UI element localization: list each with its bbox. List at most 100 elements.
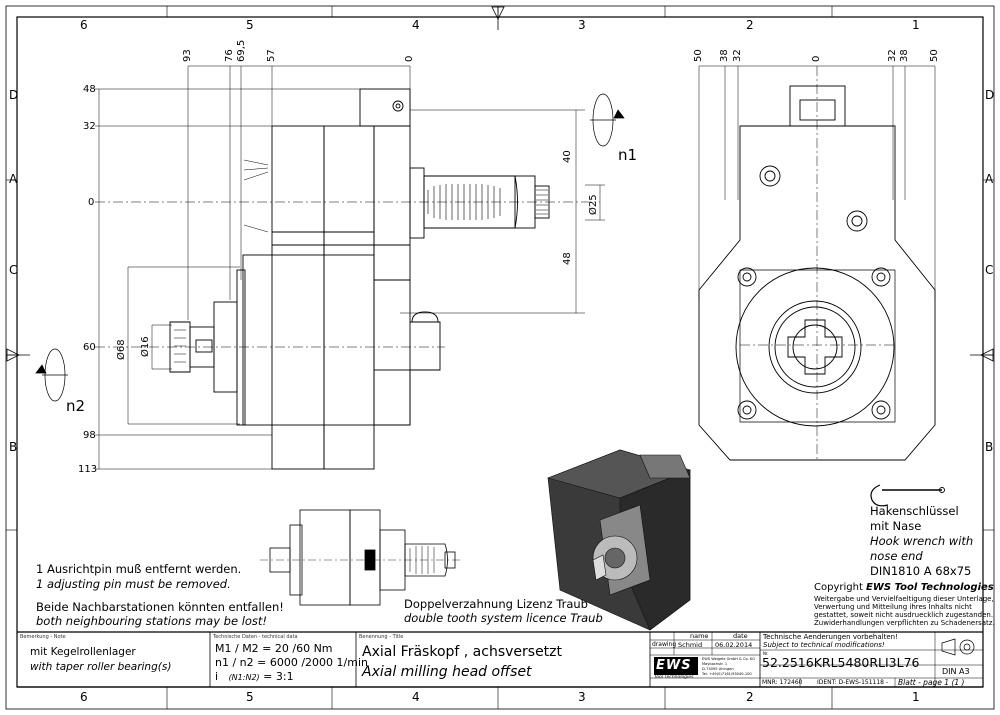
drawer-name: Schmid: [678, 641, 703, 649]
company-line-1: EWS Weigele GmbH & Co. KG: [702, 657, 756, 661]
tech-line-3: i (N1:N2) = 3:1: [215, 671, 294, 682]
tech-i: i: [215, 670, 219, 683]
tech-header: Technische Daten - technical data: [213, 634, 298, 640]
row-drawing: drawing: [652, 641, 677, 648]
copyright-line-1: Weitergabe und Vervielfaeltigung dieser …: [814, 595, 994, 603]
zone-right-a: A: [985, 172, 994, 186]
dim-left-32: 32: [83, 121, 96, 132]
dim-69-5: 69,5: [236, 39, 247, 62]
wrench-l5: DIN1810 A 68x75: [870, 564, 972, 578]
dim-left-48: 48: [83, 84, 96, 95]
title-en: Axial milling head offset: [362, 664, 532, 680]
note-pin-de: 1 Ausrichtpin muß entfernt werden.: [36, 562, 242, 576]
label-n2: n2: [66, 397, 86, 415]
dim-r-32a: 32: [732, 49, 743, 62]
zone-left-c: C: [9, 263, 18, 277]
dim-r-0: 0: [811, 55, 822, 62]
ews-logo-sub: Tool Technologies: [654, 675, 694, 680]
label-n1: n1: [618, 146, 638, 164]
note-traub-de: Doppelverzahnung Lizenz Traub: [404, 597, 588, 611]
tech-line-2: n1 / n2 = 6000 /2000 1/min: [215, 656, 368, 669]
dim-dia16: Ø16: [140, 336, 151, 357]
copyright-line-3: gestattet, soweit nicht ausdruecklich zu…: [814, 611, 994, 619]
note-traub-en: double tooth system licence Traub: [404, 611, 603, 625]
zone-top-5: 5: [246, 18, 254, 32]
zone-top-1: 1: [912, 18, 920, 32]
wrench-l1: Hakenschlüssel: [870, 504, 959, 518]
remark-header: Bemerkung - Note: [20, 634, 66, 640]
company-line-3: D-73095 Uhingen: [702, 667, 734, 671]
zone-bottom-1: 1: [912, 690, 920, 704]
dim-r-38a: 38: [719, 49, 730, 62]
zone-top-4: 4: [412, 18, 420, 32]
company-line-4: Tel. +49(0)7161/93040-100: [702, 672, 752, 676]
ident: IDENT: D-EWS-151118 -: [817, 679, 889, 686]
dim-dia68: Ø68: [116, 339, 127, 360]
copyright-prefix: Copyright: [814, 582, 867, 593]
zone-bottom-6: 6: [80, 690, 88, 704]
dim-48: 48: [562, 252, 573, 265]
tech-line-1: M1 / M2 = 20 /60 Nm: [215, 642, 333, 655]
drawing-date: 06.02.2014: [715, 641, 753, 649]
rotation-symbols: [35, 93, 625, 402]
note-neigh-de: Beide Nachbarstationen könnten entfallen…: [36, 600, 284, 614]
copyright-line-2: Verwertung und Mitteilung ihres Inhalts …: [814, 603, 972, 611]
dim-r-38b: 38: [899, 49, 910, 62]
note-pin-en: 1 adjusting pin must be removed.: [36, 577, 231, 591]
zone-right-b: B: [985, 440, 994, 454]
col-date: date: [733, 632, 748, 640]
dim-40: 40: [562, 150, 573, 163]
zone-bottom-3: 3: [578, 690, 586, 704]
dim-76: 76: [224, 49, 235, 62]
mnr: MNR: 172460: [762, 679, 803, 686]
wrench-l3: Hook wrench with: [870, 534, 974, 548]
title-block: [17, 631, 983, 688]
dim-dia25: Ø25: [588, 194, 599, 215]
title-header: Benennung - Title: [359, 634, 404, 640]
zone-top-3: 3: [578, 18, 586, 32]
zone-right-d: D: [985, 88, 995, 102]
copyright-line-4: Zuwiderhandlungen verpflichten zu Schade…: [814, 619, 995, 627]
company-line-2: Maybachstr. 1: [702, 662, 728, 666]
title-de: Axial Fräskopf , achsversetzt: [362, 644, 563, 660]
centering-marks: [6, 6, 994, 362]
dim-left-98: 98: [83, 430, 96, 441]
side-view: [95, 65, 605, 470]
zone-top-2: 2: [746, 18, 754, 32]
change-de: Technische Aenderungen vorbehalten!: [763, 633, 898, 641]
dim-r-32b: 32: [887, 49, 898, 62]
nr-label: Nr.: [763, 651, 769, 656]
dim-left-60: 60: [83, 342, 96, 353]
tech-ratio-label: (N1:N2): [228, 673, 260, 682]
part-number: 52.2516KRL5480RLI3L76: [762, 655, 920, 670]
dim-57: 57: [266, 49, 277, 62]
remark-de: mit Kegelrollenlager: [30, 646, 136, 658]
ews-logo: EWS: [656, 658, 692, 673]
dim-r-50b: 50: [929, 49, 940, 62]
copyright-title: Copyright EWS Tool Technologies: [814, 583, 994, 593]
remark-en: with taper roller bearing(s): [30, 661, 172, 673]
dim-0-top: 0: [404, 55, 415, 62]
zone-right-c: C: [985, 263, 994, 277]
zone-top-6: 6: [80, 18, 88, 32]
front-view: [698, 65, 945, 507]
dim-r-50a: 50: [693, 49, 704, 62]
copyright-brand: EWS Tool Technologies: [866, 582, 994, 593]
zone-bottom-5: 5: [246, 690, 254, 704]
zone-left-a: A: [9, 172, 18, 186]
small-view: [260, 509, 460, 606]
dim-left-0: 0: [88, 197, 95, 208]
wrench-l2: mit Nase: [870, 519, 922, 533]
wrench-l4: nose end: [870, 549, 923, 563]
zone-left-b: B: [9, 440, 18, 454]
dim-93: 93: [182, 49, 193, 62]
change-en: Subject to technical modifications!: [763, 641, 885, 649]
col-name: name: [690, 632, 709, 640]
dim-left-113: 113: [78, 464, 98, 475]
din-format: DIN A3: [942, 667, 970, 676]
iso-view: [547, 449, 691, 631]
outer-border: [5, 5, 995, 710]
zone-bottom-2: 2: [746, 690, 754, 704]
